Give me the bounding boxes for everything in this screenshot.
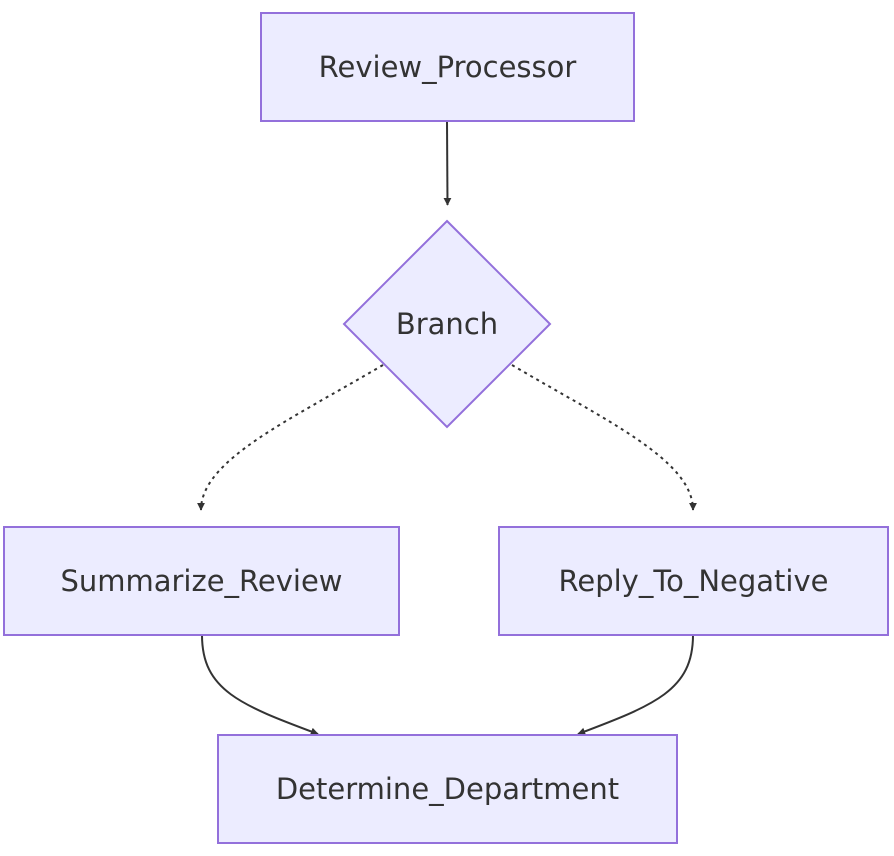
node-review-processor-label: Review_Processor	[319, 50, 577, 84]
node-review-processor-box	[260, 12, 635, 122]
edge-reply-to-negative-to-determine-department	[577, 634, 694, 736]
node-summarize-review-box	[3, 526, 400, 636]
node-determine-department-box	[217, 734, 678, 844]
node-reply-to-negative-label: Reply_To_Negative	[559, 564, 829, 598]
node-summarize-review[interactable]: Summarize_Review	[3, 526, 400, 636]
edge-summarize-review-to-determine-department	[201, 634, 319, 736]
node-branch-diamond	[342, 219, 552, 429]
edge-review-processor-to-branch	[443, 120, 452, 206]
node-summarize-review-label: Summarize_Review	[60, 564, 342, 598]
node-reply-to-negative[interactable]: Reply_To_Negative	[498, 526, 889, 636]
node-determine-department[interactable]: Determine_Department	[217, 734, 678, 844]
edge-branch-to-summarize-review	[197, 364, 384, 511]
edge-branch-to-reply-to-negative	[511, 364, 697, 511]
node-branch[interactable]: Branch	[342, 219, 552, 429]
node-reply-to-negative-box	[498, 526, 889, 636]
edges	[197, 120, 697, 736]
node-determine-department-label: Determine_Department	[276, 772, 619, 806]
node-branch-label: Branch	[396, 307, 498, 341]
node-review-processor[interactable]: Review_Processor	[260, 12, 635, 122]
